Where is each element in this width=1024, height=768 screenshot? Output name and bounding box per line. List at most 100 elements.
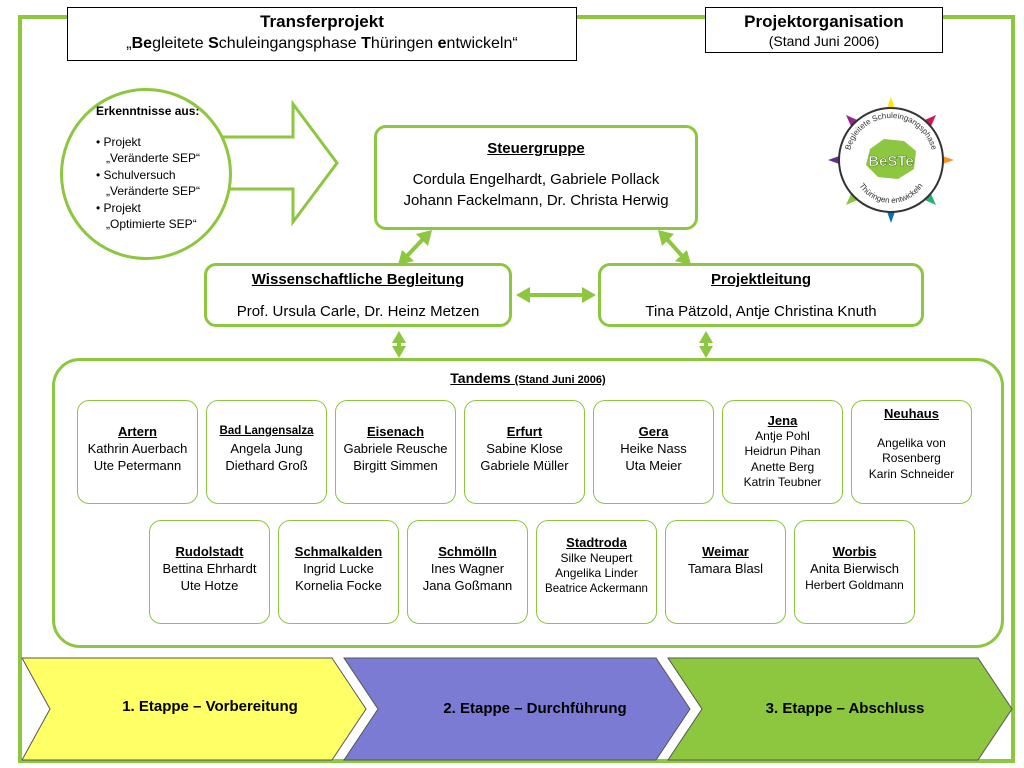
- tandem-card-neuhaus: Neuhaus Angelika von Rosenberg Karin Sch…: [851, 400, 972, 504]
- org-box: Projektorganisation (Stand Juni 2006): [705, 7, 943, 53]
- stages-bar: [21, 657, 1013, 761]
- tandem-city: Worbis: [832, 544, 877, 559]
- erkenntnisse-item: • Projekt: [96, 134, 141, 149]
- tandem-member: Ines Wagner: [430, 561, 505, 576]
- tandem-city: Rudolstadt: [175, 544, 244, 559]
- tandem-member: Tamara Blasl: [687, 561, 764, 576]
- tandem-member: Angela Jung: [230, 441, 303, 456]
- subtitle-part: Be: [131, 35, 153, 52]
- tandem-city: Artern: [117, 424, 157, 439]
- erkenntnisse-heading: Erkenntnisse aus:: [96, 104, 200, 118]
- project-title: Transferprojekt: [260, 12, 384, 31]
- tandem-city: Bad Langensalza: [219, 425, 314, 437]
- tandem-card-weimar: Weimar Tamara Blasl: [665, 520, 786, 624]
- tandem-member: Gabriele Reusche: [343, 441, 448, 456]
- tandem-city: Neuhaus: [884, 406, 939, 421]
- tandem-card-rudolstadt: Rudolstadt Bettina Ehrhardt Ute Hotze: [149, 520, 270, 624]
- stage-2-chevron: [343, 657, 691, 761]
- projektleitung-box: Projektleitung Tina Pätzold, Antje Chris…: [598, 263, 924, 327]
- tandem-member: Sabine Klose: [486, 441, 563, 456]
- erkenntnisse-item-detail: „Veränderte SEP“: [106, 184, 201, 198]
- stage-2-label: 2. Etappe – Durchführung: [443, 700, 627, 717]
- tandem-member: Uta Meier: [625, 458, 682, 473]
- erkenntnisse-item: • Schulversuch: [96, 167, 176, 182]
- stage-1-chevron: [21, 657, 367, 761]
- projektleitung-heading: Projektleitung: [710, 271, 811, 288]
- tandem-city: Schmalkalden: [294, 544, 383, 559]
- steuergruppe-members: Cordula Engelhardt, Gabriele Pollack: [412, 171, 660, 188]
- stage-1-label: 1. Etappe – Vorbereitung: [122, 698, 298, 715]
- tandem-city: Weimar: [702, 544, 749, 559]
- tandem-member: Beatrice Ackermann: [545, 582, 648, 595]
- tandem-member: Heike Nass: [620, 441, 687, 456]
- tandem-city: Eisenach: [366, 424, 425, 439]
- subtitle-part: T: [361, 35, 371, 52]
- arrow-head-icon: [398, 250, 414, 265]
- erkenntnisse-item: • Projekt: [96, 200, 141, 215]
- tandem-city: Stadtroda: [566, 535, 627, 550]
- tandem-card-worbis: Worbis Anita Bierwisch Herbert Goldmann: [794, 520, 915, 624]
- erkenntnisse-text: Erkenntnisse aus: • Projekt „Veränderte …: [96, 103, 236, 233]
- steuergruppe-box: Steuergruppe Cordula Engelhardt, Gabriel…: [374, 125, 698, 230]
- arrow-head-icon: [675, 250, 691, 265]
- wissenschaft-heading: Wissenschaftliche Begleitung: [251, 271, 465, 288]
- double-arrow-icon: [404, 236, 426, 259]
- subtitle-part: ntwickeln“: [446, 35, 518, 52]
- subtitle-part: „: [126, 35, 132, 52]
- subtitle-part: chuleingangsphase: [218, 35, 362, 52]
- tandem-member: Ingrid Lucke: [303, 561, 374, 576]
- tandem-member: Diethard Groß: [225, 458, 308, 473]
- arrow-head-icon: [699, 346, 713, 358]
- tandem-city: Gera: [638, 424, 669, 439]
- subtitle-part: S: [208, 35, 219, 52]
- project-subtitle: „Begleitete Schuleingangsphase Thüringen…: [68, 33, 576, 55]
- tandem-card-schmalkalden: Schmalkalden Ingrid Lucke Kornelia Focke: [278, 520, 399, 624]
- wissenschaft-members: Prof. Ursula Carle, Dr. Heinz Metzen: [236, 303, 480, 320]
- erkenntnisse-item-detail: „Veränderte SEP“: [106, 151, 201, 165]
- beste-logo: Begleitete Schuleingangsphase Thüringen …: [828, 97, 954, 223]
- tandem-member: Angelika Linder: [555, 566, 638, 580]
- tandem-member: Gabriele Müller: [480, 458, 569, 473]
- tandem-member: Kathrin Auerbach: [87, 441, 188, 456]
- tandem-member: Angelika von: [877, 435, 946, 450]
- tandem-member: Antje Pohl: [755, 428, 810, 443]
- tandem-city: Erfurt: [506, 424, 543, 439]
- tandem-member: Silke Neupert: [560, 550, 633, 565]
- projektleitung-members: Tina Pätzold, Antje Christina Knuth: [645, 303, 877, 320]
- tandem-member: Rosenberg: [882, 451, 941, 465]
- arrow-head-icon: [392, 331, 406, 343]
- steuergruppe-members: Johann Fackelmann, Dr. Christa Herwig: [403, 192, 669, 209]
- logo-text: BeSTe: [868, 153, 914, 170]
- arrow-head-icon: [658, 230, 674, 246]
- tandem-card-bad-langensalza: Bad Langensalza Angela Jung Diethard Gro…: [206, 400, 327, 504]
- tandem-member: Jana Goßmann: [422, 578, 513, 593]
- subtitle-part: hüringen: [370, 35, 438, 52]
- tandems-title: Tandems (Stand Juni 2006): [52, 370, 1004, 386]
- org-title: Projektorganisation: [744, 12, 904, 31]
- tandem-member: Bettina Ehrhardt: [162, 561, 257, 576]
- title-box: Transferprojekt „Begleitete Schuleingang…: [67, 7, 577, 61]
- tandem-card-gera: Gera Heike Nass Uta Meier: [593, 400, 714, 504]
- thuringia-map-icon: [866, 139, 916, 179]
- arrow-head-icon: [516, 287, 530, 303]
- arrow-head-icon: [582, 287, 596, 303]
- tandem-member: Kornelia Focke: [295, 578, 382, 593]
- double-arrow-icon: [664, 236, 685, 259]
- tandem-member: Karin Schneider: [868, 466, 955, 481]
- tandem-city: Schmölln: [438, 544, 497, 559]
- tandem-member: Ute Petermann: [93, 458, 182, 473]
- tandem-member: Birgitt Simmen: [353, 458, 438, 473]
- tandems-subtitle: (Stand Juni 2006): [514, 374, 606, 386]
- tandem-card-jena: Jena Antje Pohl Heidrun Pihan Anette Ber…: [722, 400, 843, 504]
- tandem-member: Herbert Goldmann: [805, 578, 904, 592]
- tandem-card-stadtroda: Stadtroda Silke Neupert Angelika Linder …: [536, 520, 657, 624]
- tandems-heading: Tandems: [450, 370, 511, 386]
- arrow-head-icon: [416, 230, 432, 246]
- tandem-card-eisenach: Eisenach Gabriele Reusche Birgitt Simmen: [335, 400, 456, 504]
- erkenntnisse-circle: [60, 88, 232, 260]
- wissenschaft-box: Wissenschaftliche Begleitung Prof. Ursul…: [204, 263, 512, 327]
- tandem-city: Jena: [767, 413, 798, 428]
- erkenntnisse-item-detail: „Optimierte SEP“: [106, 217, 197, 231]
- stage-3-chevron: [667, 657, 1013, 761]
